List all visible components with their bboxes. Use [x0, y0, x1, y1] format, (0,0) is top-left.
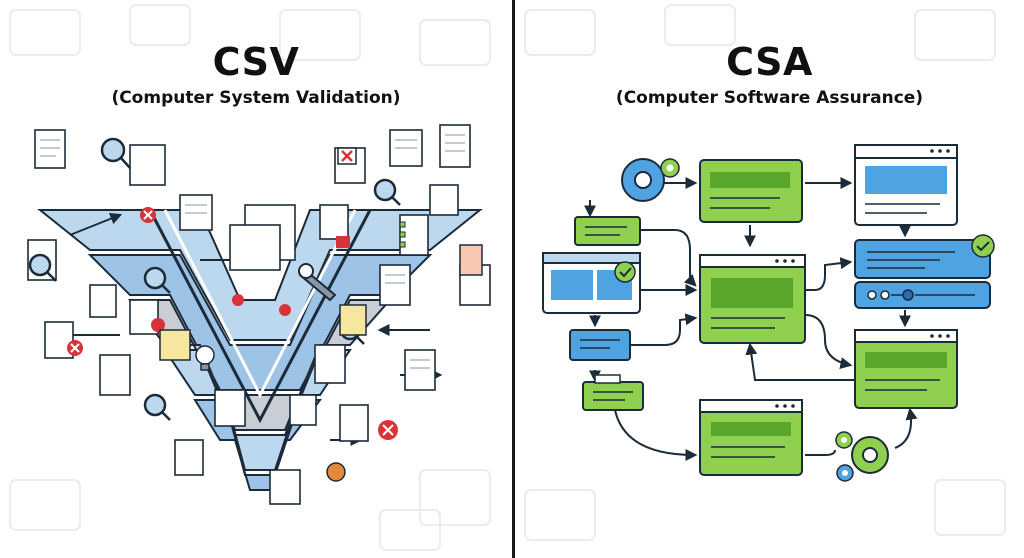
error-x-marks [70, 210, 394, 436]
panel-divider [512, 0, 515, 558]
check-icon [976, 241, 990, 252]
red-x-mark [341, 150, 353, 162]
csa-flow-diagram [524, 4, 1006, 541]
green-window-right [854, 329, 958, 409]
green-card-bottom-left [582, 374, 644, 411]
csv-subtitle: (Computer System Validation) [111, 88, 401, 108]
wrench-icon [298, 263, 337, 302]
csa-subtitle: (Computer Software Assurance) [615, 88, 924, 108]
csa-panel: CSA (Computer Software Assurance) [515, 0, 1024, 558]
green-card-left [574, 216, 641, 246]
csa-title: CSA [726, 40, 813, 84]
blue-card-left [569, 329, 631, 361]
flow-connectors [584, 177, 918, 461]
blue-toggle-bar [854, 281, 991, 309]
background-device-sketches [524, 4, 1006, 541]
green-window-center [699, 254, 806, 344]
blue-window-left [542, 252, 641, 314]
clipboard-icon [159, 244, 483, 361]
blue-window-right-top [854, 144, 958, 226]
csv-panel: CSV (Computer System Validation) [9, 4, 491, 551]
gear-icon [621, 158, 680, 202]
csv-title: CSV [212, 40, 300, 84]
csv-illustration [9, 4, 491, 551]
green-window-bottom [699, 399, 803, 476]
lightbulb-icon [195, 345, 215, 371]
check-icon [619, 267, 632, 278]
gear-icon [835, 431, 889, 482]
blue-card-right [854, 234, 995, 279]
check-icon [399, 221, 406, 248]
green-window-top [699, 159, 803, 223]
background-device-sketches [9, 4, 491, 551]
document-lines [40, 134, 465, 369]
